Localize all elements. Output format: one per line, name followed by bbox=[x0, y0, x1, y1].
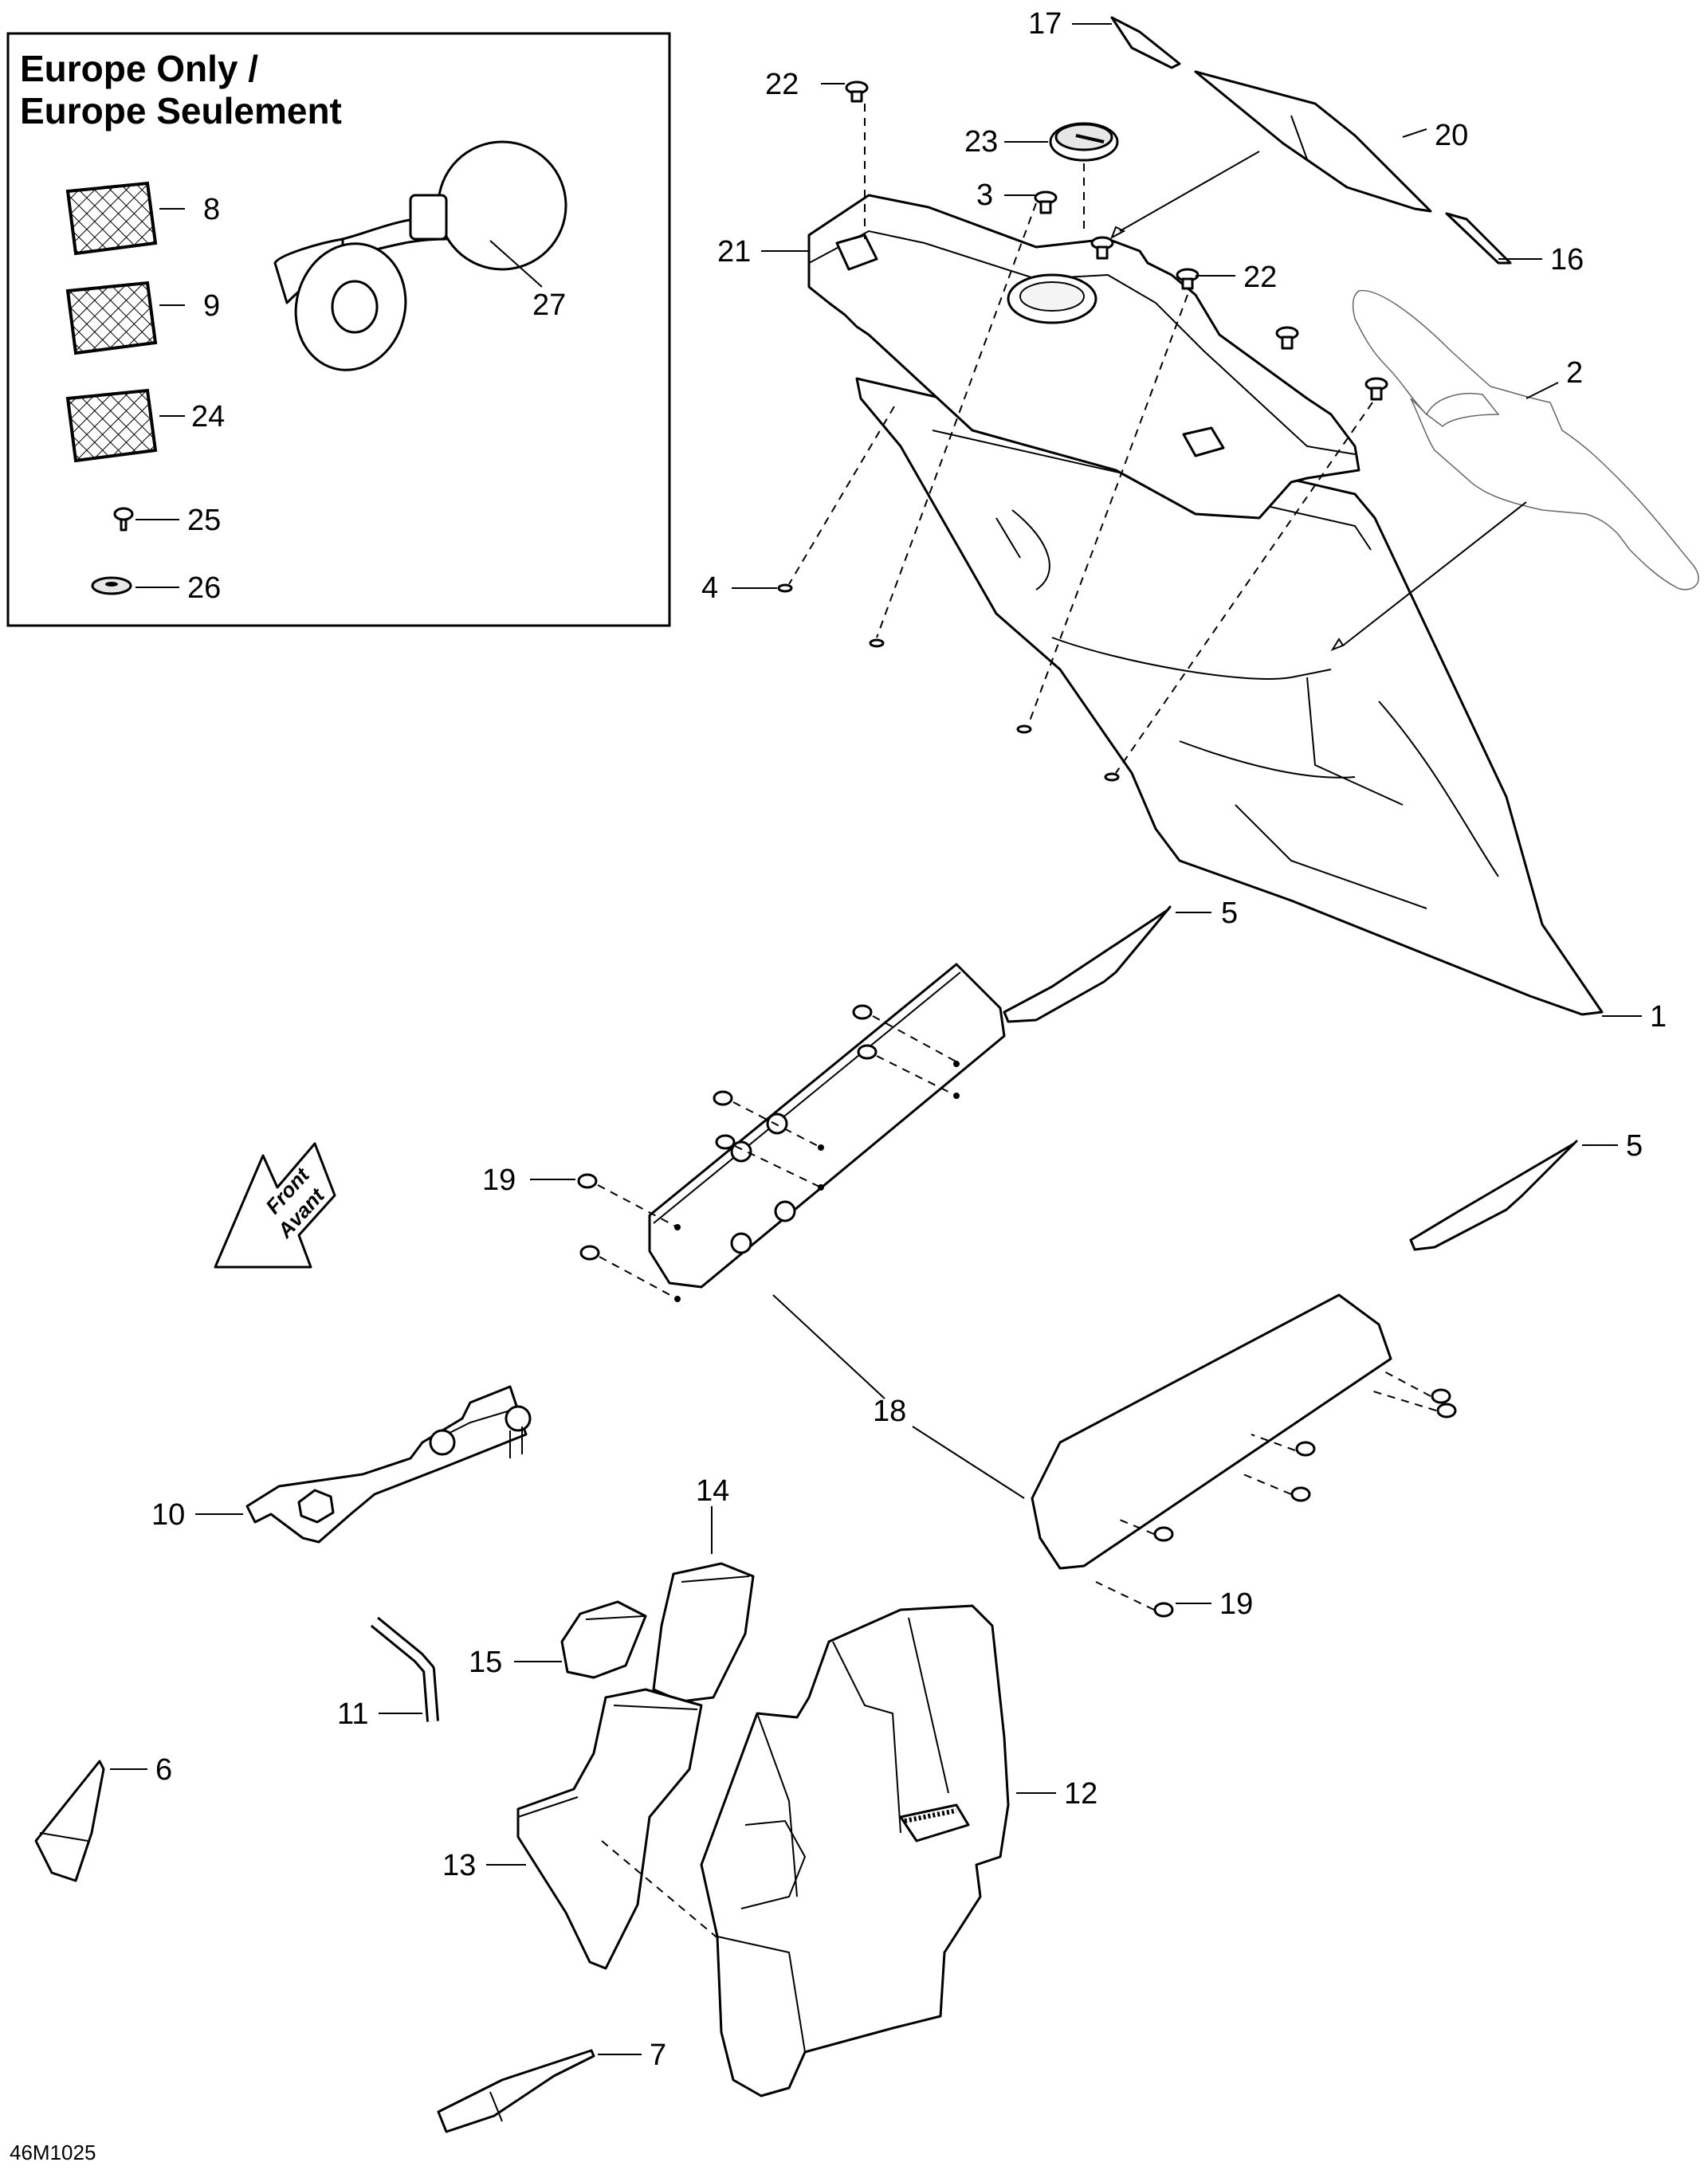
storage-bin-part-12 bbox=[700, 1604, 1010, 2097]
callout-14: 14 bbox=[696, 1474, 729, 1508]
callout-26: 26 bbox=[187, 571, 221, 605]
callout-10: 10 bbox=[151, 1498, 185, 1532]
callout-23: 23 bbox=[964, 125, 998, 159]
callout-22-mid: 22 bbox=[1243, 261, 1277, 294]
wrench-part-10 bbox=[245, 1385, 532, 1544]
vent-grille-24 bbox=[65, 388, 158, 463]
hex-key-part-11 bbox=[370, 1616, 439, 1722]
screws-19-left bbox=[577, 1004, 961, 1300]
front-direction-arrow: Front Avant bbox=[214, 1142, 336, 1269]
inset-title-line2: Europe Seulement bbox=[20, 90, 342, 131]
decal-part-5-upper bbox=[1003, 905, 1172, 1023]
callout-1: 1 bbox=[1650, 1000, 1667, 1034]
leaders-top bbox=[732, 23, 1642, 1017]
callout-4: 4 bbox=[701, 571, 718, 605]
screw-25 bbox=[113, 507, 134, 532]
hull-body-part-1 bbox=[855, 377, 1604, 1016]
horn-part bbox=[273, 140, 567, 371]
callout-19-left: 19 bbox=[482, 1163, 516, 1197]
pad-part-13 bbox=[516, 1688, 703, 1970]
callout-20: 20 bbox=[1435, 119, 1468, 152]
push-rivet-22-top bbox=[845, 80, 869, 103]
push-rivet-a bbox=[1090, 236, 1114, 260]
callout-5-lower: 5 bbox=[1626, 1129, 1643, 1163]
decal-part-6 bbox=[34, 1760, 105, 1882]
callout-17: 17 bbox=[1028, 7, 1062, 41]
diagram-code: 46M1025 bbox=[10, 2141, 96, 2164]
decal-part-7 bbox=[437, 2049, 595, 2133]
callout-15: 15 bbox=[469, 1646, 502, 1679]
vent-grille-8 bbox=[65, 181, 158, 256]
pad-part-15 bbox=[560, 1600, 647, 1679]
callout-labels: 17 22 23 20 3 21 16 22 2 4 5 1 5 19 18 1… bbox=[10, 7, 1667, 2164]
push-rivet-3 bbox=[1034, 190, 1058, 214]
callout-27: 27 bbox=[532, 288, 566, 322]
decal-part-2 bbox=[1352, 289, 1699, 591]
pad-part-14 bbox=[652, 1562, 755, 1703]
push-rivet-c bbox=[1364, 377, 1388, 401]
europe-inset: Europe Only / Europe Seulement bbox=[6, 32, 671, 627]
callout-9: 9 bbox=[203, 289, 220, 323]
fasteners-top bbox=[777, 80, 1388, 782]
callout-3: 3 bbox=[976, 179, 993, 212]
push-rivet-22-mid bbox=[1176, 268, 1200, 290]
side-plate-part-18-left bbox=[648, 963, 1006, 1302]
install-lines-top bbox=[788, 104, 1527, 774]
callout-12: 12 bbox=[1064, 1777, 1097, 1811]
decal-part-17 bbox=[1110, 16, 1181, 69]
callout-11: 11 bbox=[337, 1697, 368, 1731]
side-plate-part-18-right bbox=[1031, 1293, 1392, 1570]
push-rivet-b bbox=[1275, 326, 1299, 350]
callout-25: 25 bbox=[187, 504, 221, 537]
cap-part-23 bbox=[1049, 122, 1119, 162]
top-cover-part-21 bbox=[807, 194, 1361, 520]
callout-24: 24 bbox=[191, 400, 225, 434]
decal-part-5-lower bbox=[1409, 1140, 1578, 1251]
callout-22-top: 22 bbox=[765, 68, 799, 101]
callout-18: 18 bbox=[873, 1395, 906, 1428]
callout-16: 16 bbox=[1550, 243, 1584, 277]
callout-21: 21 bbox=[717, 235, 751, 269]
decal-part-16 bbox=[1445, 212, 1512, 265]
callout-13: 13 bbox=[442, 1849, 476, 1882]
decal-part-20 bbox=[1194, 70, 1432, 213]
washer-26 bbox=[91, 576, 132, 595]
callout-8: 8 bbox=[203, 193, 220, 226]
screws-19-right bbox=[1095, 1370, 1457, 1618]
inset-title-line1: Europe Only / bbox=[20, 48, 258, 89]
callout-2: 2 bbox=[1566, 356, 1583, 390]
vent-grille-9 bbox=[65, 281, 158, 355]
callout-6: 6 bbox=[155, 1753, 172, 1787]
callout-19-right: 19 bbox=[1219, 1587, 1253, 1621]
callout-7: 7 bbox=[650, 2039, 666, 2072]
callout-5-upper: 5 bbox=[1221, 897, 1238, 930]
